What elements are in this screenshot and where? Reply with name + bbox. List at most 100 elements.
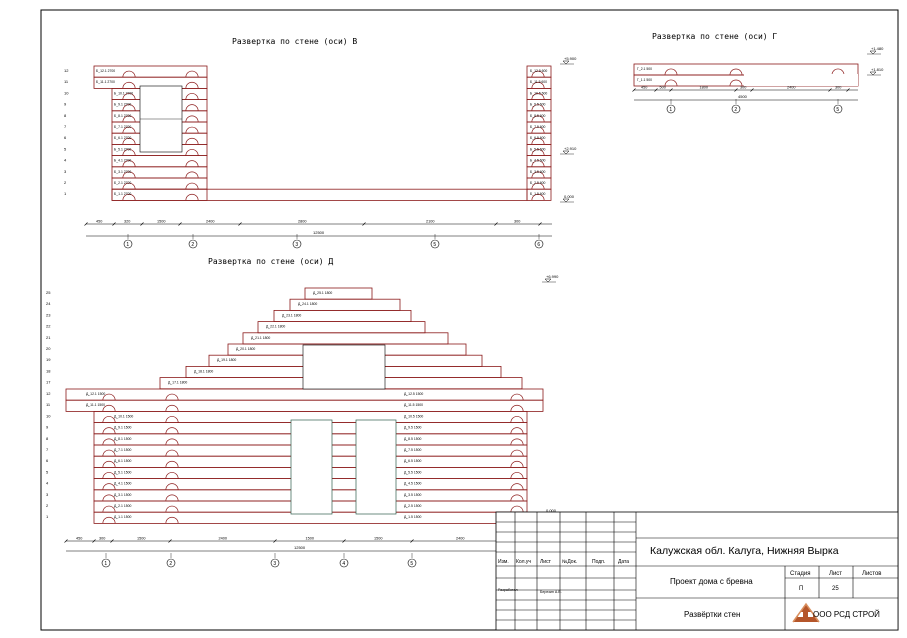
row-number: 1 <box>64 191 67 196</box>
log-label: Б_3.5 600 <box>530 170 546 174</box>
dimension-tick <box>342 539 346 543</box>
log-notch <box>510 505 524 513</box>
axis-bubble <box>188 239 198 249</box>
dimension-label: 1800 <box>700 86 708 90</box>
axis-label: 5 <box>836 107 839 113</box>
log-label: Б_2.1 2700 <box>114 181 131 185</box>
log-label: Д_11.5 1500 <box>404 403 423 407</box>
row-number: 12 <box>64 68 69 73</box>
row-number: 4 <box>64 158 67 163</box>
dimension-tick <box>273 539 277 543</box>
axis-label: 1 <box>669 107 672 113</box>
log-notch <box>531 137 545 145</box>
log-label: Г_1.1 500 <box>637 78 652 82</box>
log-label: Д_12.5 1500 <box>404 392 423 396</box>
tb-dev-name: Березин А.В. <box>540 590 562 594</box>
door-opening-left <box>290 419 333 515</box>
elevation-label: +2.910 <box>564 146 577 151</box>
tb-col-data: Дата <box>618 559 629 565</box>
dimension-tick <box>538 222 542 226</box>
log-label: Б_9.5 600 <box>530 103 546 107</box>
log-notch <box>185 115 199 123</box>
log-notch <box>185 193 199 201</box>
log-notch <box>510 449 524 457</box>
row-number: 2 <box>46 503 49 508</box>
log-notch <box>122 81 136 89</box>
dimension-tick <box>362 222 366 226</box>
dimension-tick <box>654 88 658 92</box>
log-label: Д_2.5 1500 <box>404 504 421 508</box>
row-number: 24 <box>46 301 51 306</box>
tb-location: Калужская обл. Калуга, Нижняя Вырка <box>650 545 839 557</box>
log-notch <box>510 483 524 490</box>
log-notch <box>510 393 524 401</box>
log-label: Г_2.1 500 <box>637 67 652 71</box>
log-label: Б_2.5 600 <box>530 181 546 185</box>
dimension-tick <box>828 88 832 92</box>
log-notch <box>185 126 199 134</box>
log-label: Б_1.5 600 <box>530 192 546 196</box>
log-notch <box>510 472 524 479</box>
log-label: Д_4.5 1500 <box>404 482 421 486</box>
row-number: 7 <box>64 124 67 129</box>
log-notch <box>185 182 199 190</box>
dimension-tick <box>92 539 96 543</box>
view-g-title: Развертка по стене (оси) Г <box>652 32 777 41</box>
axis-label: 5 <box>410 561 413 567</box>
elevation-label: +1.810 <box>871 67 884 72</box>
dimension-tick <box>846 88 850 92</box>
log-notch <box>531 193 545 201</box>
log-notch <box>102 438 116 446</box>
log-label: Б_9.1 2700 <box>114 103 131 107</box>
log-notch <box>510 416 524 423</box>
log-label: Д_1.5 1500 <box>404 515 421 519</box>
log-label: Д_10.1 1500 <box>114 414 133 418</box>
log-notch <box>831 68 845 76</box>
tb-dev-role: Разработал <box>498 588 518 592</box>
dimension-label: 2800 <box>298 220 306 224</box>
log-notch <box>185 81 199 89</box>
tb-company: ООО РСД СТРОЙ <box>813 610 880 619</box>
row-number: 6 <box>46 458 49 463</box>
row-number: 25 <box>46 290 51 295</box>
dimension-tick <box>632 88 636 92</box>
log-notch <box>185 104 199 111</box>
dimension-tick <box>64 539 68 543</box>
dimension-label: 450 <box>96 220 102 224</box>
log-notch <box>102 516 116 524</box>
row-number: 9 <box>64 102 67 107</box>
row-number: 17 <box>46 380 51 385</box>
dimension-label: 1500 <box>306 537 314 541</box>
axis-bubble <box>833 104 843 114</box>
log-notch <box>165 505 179 513</box>
log-label: Д_3.1 1500 <box>114 493 131 497</box>
log-row <box>65 388 544 401</box>
dimension-label: 450 <box>641 86 647 90</box>
dimension-label: 1500 <box>137 537 145 541</box>
log-notch <box>102 472 116 479</box>
axis-bubble <box>731 104 741 114</box>
log-notch <box>729 68 743 76</box>
dimension-tick <box>110 539 114 543</box>
log-label: Б_8.5 600 <box>530 114 546 118</box>
row-number: 1 <box>46 514 49 519</box>
log-label: Б_7.1 2700 <box>114 125 131 129</box>
axis-label: 5 <box>433 242 436 248</box>
dimension-label: 1500 <box>374 537 382 541</box>
log-label: Б_1.1 2700 <box>114 192 131 196</box>
elevation-marker <box>869 71 877 76</box>
row-number: 4 <box>46 481 49 486</box>
log-notch <box>531 126 545 134</box>
dimension-label: 300 <box>740 86 746 90</box>
dimension-total: 12500 <box>313 230 325 235</box>
log-row <box>65 399 544 412</box>
log-label: Б_12.5 600 <box>530 69 547 73</box>
row-number: 5 <box>64 146 67 151</box>
elevation-label: +1.480 <box>871 46 884 51</box>
log-label: Д_23.1 1800 <box>282 313 301 317</box>
log-label: Д_8.5 1500 <box>404 437 421 441</box>
log-notch <box>122 182 136 190</box>
log-notch <box>102 460 116 468</box>
